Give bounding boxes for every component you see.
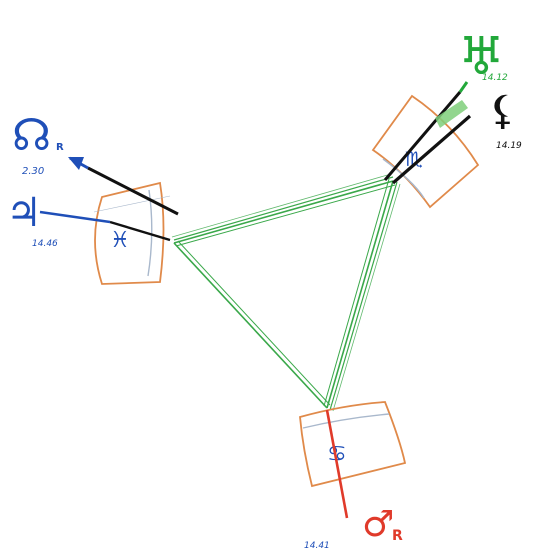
sign-box-pisces: ♓ [93, 181, 171, 285]
pisces-icon: ♓ [110, 228, 130, 253]
lilith-icon: ⚸ [488, 88, 517, 134]
planet-line-lilith [391, 114, 472, 185]
jupiter-degree: 14.46 [32, 239, 58, 249]
cancer-icon: ♋ [327, 442, 347, 467]
planet-line-north-node [68, 156, 179, 216]
planet-uranus: ♅ 14.12 [458, 27, 508, 87]
planet-lilith: ⚸ 14.19 [488, 88, 522, 151]
sign-box-cancer: ♋ [299, 401, 407, 488]
planet-line-uranus [383, 81, 469, 181]
mars-retro: R [392, 528, 403, 544]
aspect-line-cancer-pisces [173, 240, 331, 409]
planet-line-mars [325, 409, 349, 519]
aspect-triangle [171, 173, 401, 412]
mars-degree: 14.41 [304, 541, 330, 551]
arrow-head-icon [68, 157, 84, 170]
planet-mars: ♂ R 14.41 [304, 504, 403, 551]
sign-box-scorpio: ♏ [371, 94, 480, 209]
north-node-icon: ☊ [12, 110, 51, 161]
lilith-degree: 14.19 [496, 141, 522, 151]
planet-north-node: ☊ R 2.30 [12, 110, 64, 177]
north-node-retro: R [56, 142, 64, 153]
aspect-line-pisces-scorpio [171, 173, 396, 247]
mars-icon: ♂ [362, 504, 394, 545]
north-node-degree: 2.30 [22, 166, 44, 177]
planet-jupiter: ♃ 14.46 [6, 190, 58, 249]
uranus-orb-wedge [435, 100, 468, 128]
uranus-degree: 14.12 [482, 73, 508, 83]
uranus-icon: ♅ [458, 27, 505, 87]
jupiter-icon: ♃ [6, 190, 42, 236]
planet-line-jupiter [39, 210, 171, 242]
aspect-line-scorpio-cancer [323, 178, 401, 412]
